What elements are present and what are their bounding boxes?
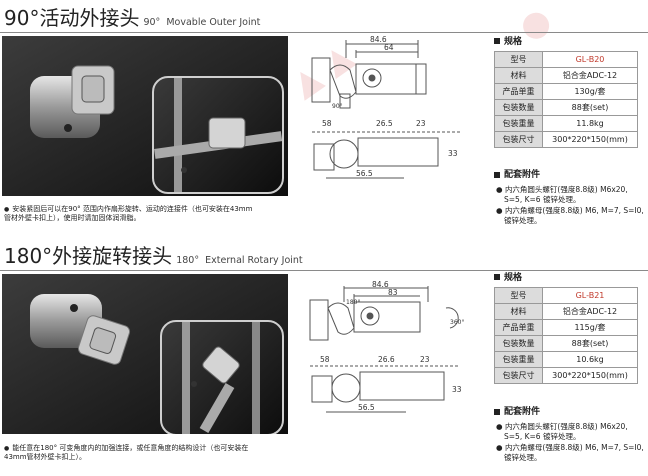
dim-g: 33 [452, 385, 462, 394]
accessory-item: ● 内六角螺母(强度8.8级) M6, M=7, S=I0, 镀锌处理。 [496, 206, 644, 225]
divider [0, 270, 648, 271]
dim-e: 26.6 [378, 355, 395, 364]
spec-header: 规格 [494, 270, 638, 283]
accessory-item: ● 内六角圆头螺钉(强度8.8级) M6x20, S=5, K=6 镀锌处理。 [496, 422, 628, 441]
dim-a: 84.6 [372, 280, 389, 289]
usage-inset [152, 76, 284, 194]
dim-g: 33 [448, 149, 458, 158]
dim-d: 58 [322, 119, 332, 128]
technical-drawing: 84.6 83 180° 360° 58 26.6 23 33 56.5 [309, 280, 464, 413]
dim-b: 64 [384, 43, 394, 52]
usage-note: ●安装紧固后可以在90° 范围内作扇形旋转、运动的连接件（也可安装在43mm管材… [4, 205, 253, 222]
divider [0, 32, 648, 33]
accessories-header: 配套附件 [494, 170, 644, 180]
usage-inset [160, 320, 284, 434]
accessory-item: ● 内六角圆头螺钉(强度8.8级) M6x20, S=5, K=6 镀锌处理。 [496, 185, 628, 204]
dim-d: 58 [320, 355, 330, 364]
accessories-block: 配套附件 ● 内六角圆头螺钉(强度8.8级) M6x20, S=5, K=6 镀… [494, 170, 644, 227]
spec-row: 材料铝合金ADC-12 [494, 67, 638, 84]
dim-f: 23 [420, 355, 430, 364]
dim-c: 180° [346, 299, 360, 306]
accessory-item: ● 内六角螺母(强度8.8级) M6, M=7, S=I0, 镀锌处理。 [496, 443, 644, 462]
usage-note: ●能任意在180° 可变角度内的加强连接，或任意角度的结构设计（也可安装在43m… [4, 444, 249, 461]
dim-e: 26.5 [376, 119, 393, 128]
dim-c: 90° [332, 103, 343, 110]
technical-drawing: 84.6 64 90° 58 26.5 23 33 56.5 [311, 35, 460, 179]
spec-row: 材料铝合金ADC-12 [494, 303, 638, 320]
product-photo [2, 274, 288, 434]
dim-h: 56.5 [356, 169, 373, 178]
dim-b: 83 [388, 288, 398, 297]
dim-h: 56.5 [358, 403, 375, 412]
spec-header: 规格 [494, 34, 638, 47]
product-photo [2, 36, 288, 196]
accessories-header: 配套附件 [494, 407, 644, 417]
accessories-block: 配套附件 ● 内六角圆头螺钉(强度8.8级) M6x20, S=5, K=6 镀… [494, 407, 644, 464]
dim-rotation: 360° [450, 319, 464, 326]
dim-a: 84.6 [370, 35, 387, 44]
dim-f: 23 [416, 119, 426, 128]
